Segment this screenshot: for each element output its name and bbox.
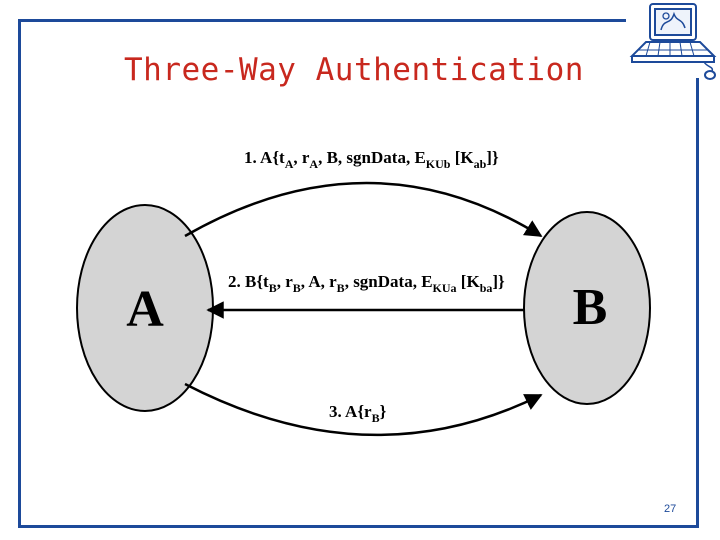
message-3-label: 3. A{rB} [329,402,387,425]
message-2-label: 2. B{tB, rB, A, rB, sgnData, EKUa [Kba]} [228,272,505,295]
message-subscript: B [269,281,277,295]
message-text: ]} [486,148,499,167]
message-text: , r [293,148,310,167]
message-text: , B, sgnData, E [318,148,426,167]
message-subscript: ab [474,157,487,171]
message-text: , r [277,272,294,291]
message-text: 3. A{r [329,402,372,421]
node-a-label: A [126,281,164,338]
message-subscript: KUa [433,281,457,295]
message-text: ]} [492,272,505,291]
node-b-label: B [573,279,608,336]
arrow-message-1 [184,181,543,238]
computer-icon [629,3,717,80]
message-1-label: 1. A{tA, rA, B, sgnData, EKUb [Kab]} [244,148,499,171]
message-subscript: A [285,157,294,171]
message-text: [K [450,148,474,167]
message-subscript: B [372,411,380,425]
message-text: , A, r [301,272,337,291]
message-text: 1. A{t [244,148,285,167]
slide-frame-left [18,19,21,528]
message-text: 2. B{t [228,272,269,291]
message-text: } [380,402,387,421]
message-subscript: A [309,157,318,171]
message-subscript: B [337,281,345,295]
slide-title: Three-Way Authentication [124,52,584,88]
arrow-message-3 [184,382,543,437]
slide-number: 27 [664,503,677,515]
slide-frame-bottom [18,525,699,528]
slide-frame-top [18,19,626,22]
node-b-circle [523,211,651,405]
message-subscript: ba [480,281,493,295]
slide-frame-right [696,78,699,528]
message-subscript: KUb [426,157,451,171]
message-subscript: B [293,281,301,295]
message-text: , sgnData, E [345,272,433,291]
message-text: [K [457,272,481,291]
